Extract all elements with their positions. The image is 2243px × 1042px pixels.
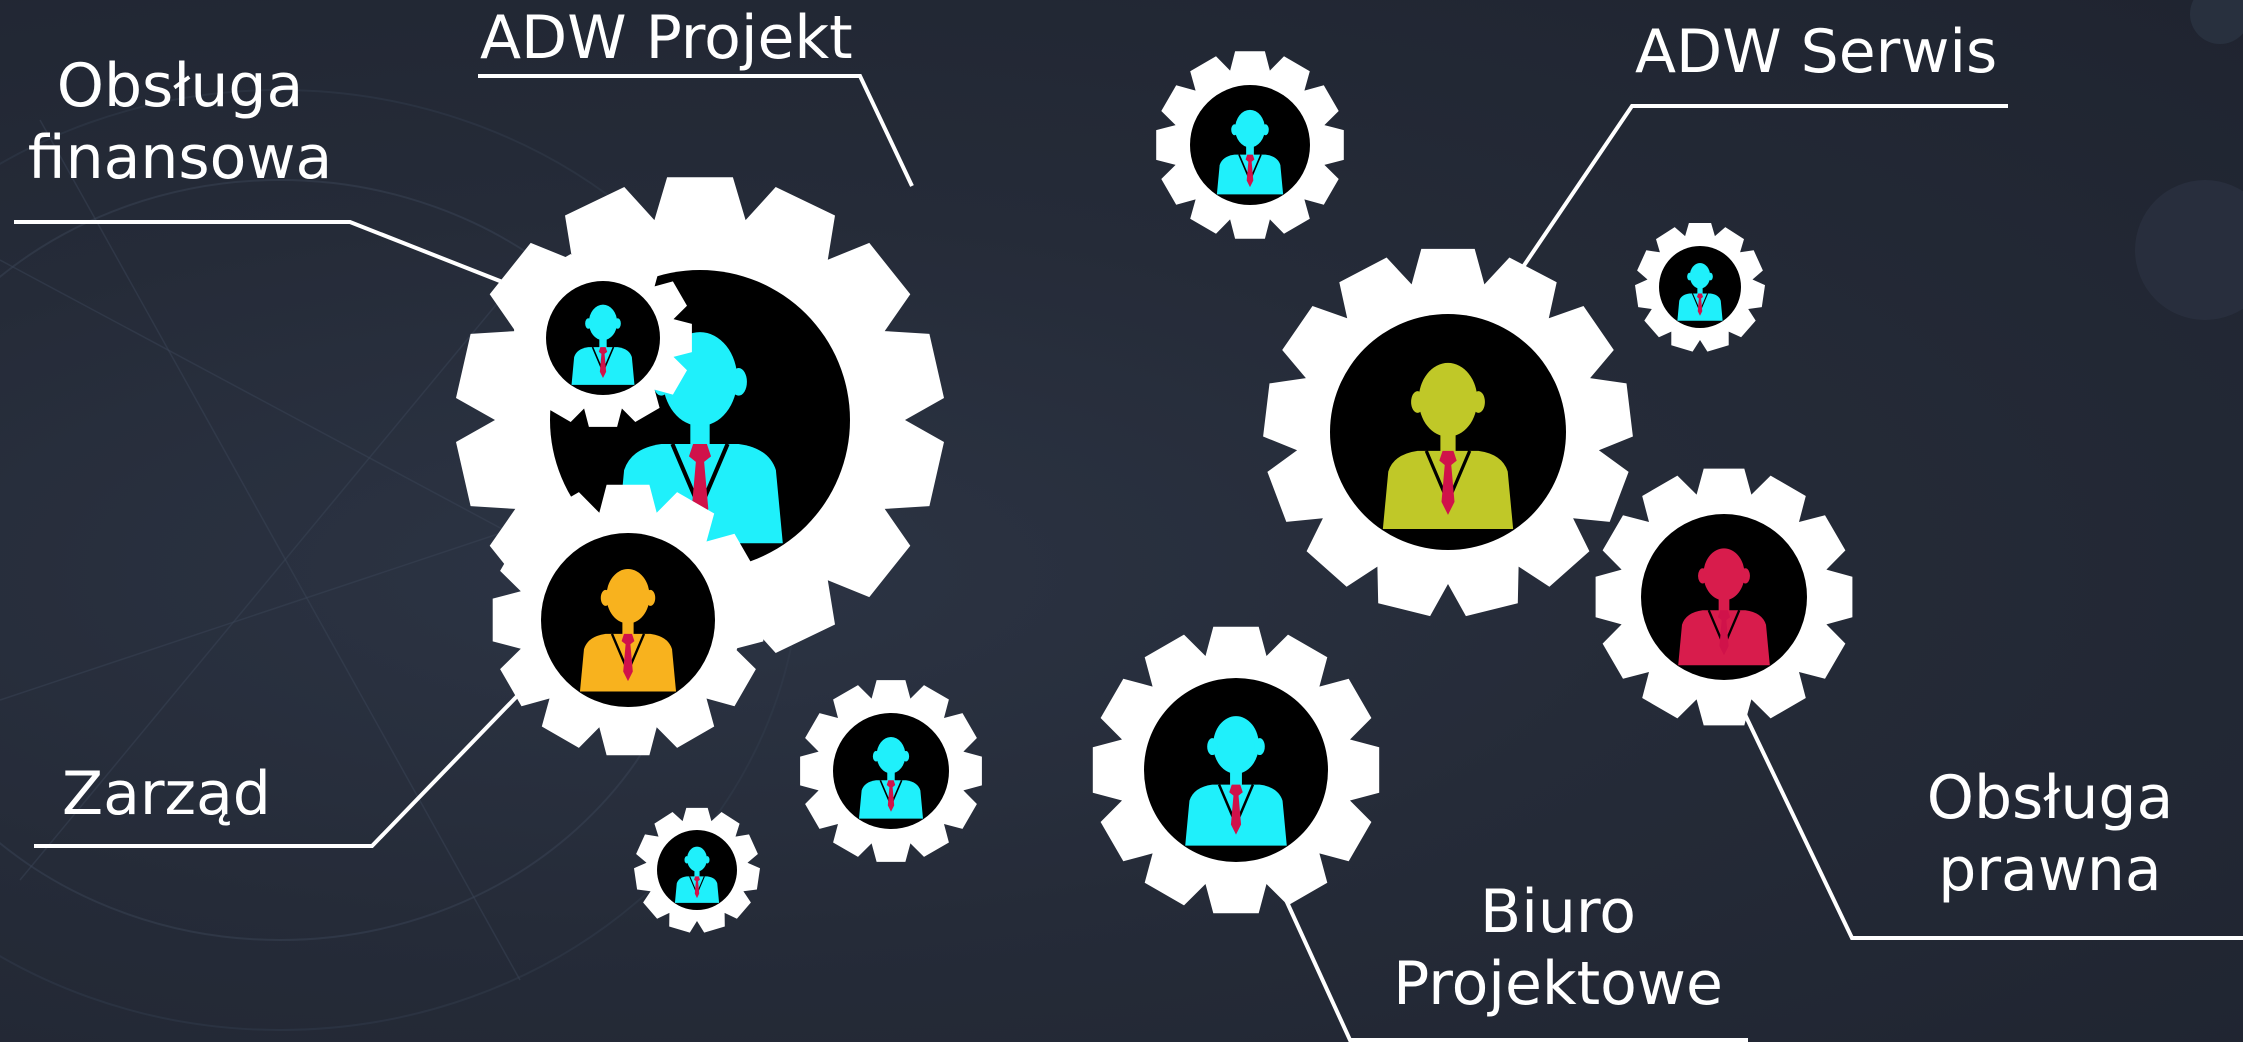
person-icon	[1382, 362, 1514, 529]
leader-biuro-projektowe	[1284, 899, 1748, 1042]
label-obsluga-finansowa: Obsługa finansowa	[27, 51, 333, 193]
person-icon	[1678, 548, 1770, 666]
label-adw-serwis: ADW Serwis	[1635, 17, 1998, 87]
gear-zarzad	[492, 484, 764, 756]
label-adw-projekt: ADW Projekt	[480, 3, 853, 73]
person-icon	[674, 846, 720, 903]
person-icon	[571, 304, 635, 385]
gears	[456, 51, 1853, 933]
label-biuro-projektowe: Biuro Projektowe	[1393, 877, 1723, 1019]
leader-adw-serwis	[1504, 104, 2008, 294]
label-zarzad: Zarząd	[62, 759, 271, 829]
person-icon	[1216, 109, 1284, 195]
leader-lines	[14, 74, 2243, 1042]
label-obsluga-prawna: Obsługa prawna	[1926, 763, 2174, 905]
gear-obsluga-finansowa	[514, 249, 692, 427]
gear-small-bottom-mid	[800, 680, 982, 862]
person-icon	[1677, 262, 1723, 321]
gear-small-top	[1156, 51, 1344, 239]
gear-small-bottom-left	[634, 807, 760, 933]
leader-obsluga-finansowa	[14, 220, 539, 298]
person-icon	[579, 569, 677, 692]
gear-adw-serwis	[1263, 248, 1633, 617]
gear-biuro-projektowe	[1092, 626, 1380, 914]
leader-zarzad	[34, 658, 554, 848]
person-icon	[1185, 716, 1287, 846]
gear-small-right	[1635, 223, 1765, 352]
person-icon	[858, 737, 924, 819]
leader-obsluga-prawna	[1738, 703, 2243, 940]
gear-obsluga-prawna	[1595, 468, 1853, 726]
leader-adw-projekt	[478, 74, 914, 187]
